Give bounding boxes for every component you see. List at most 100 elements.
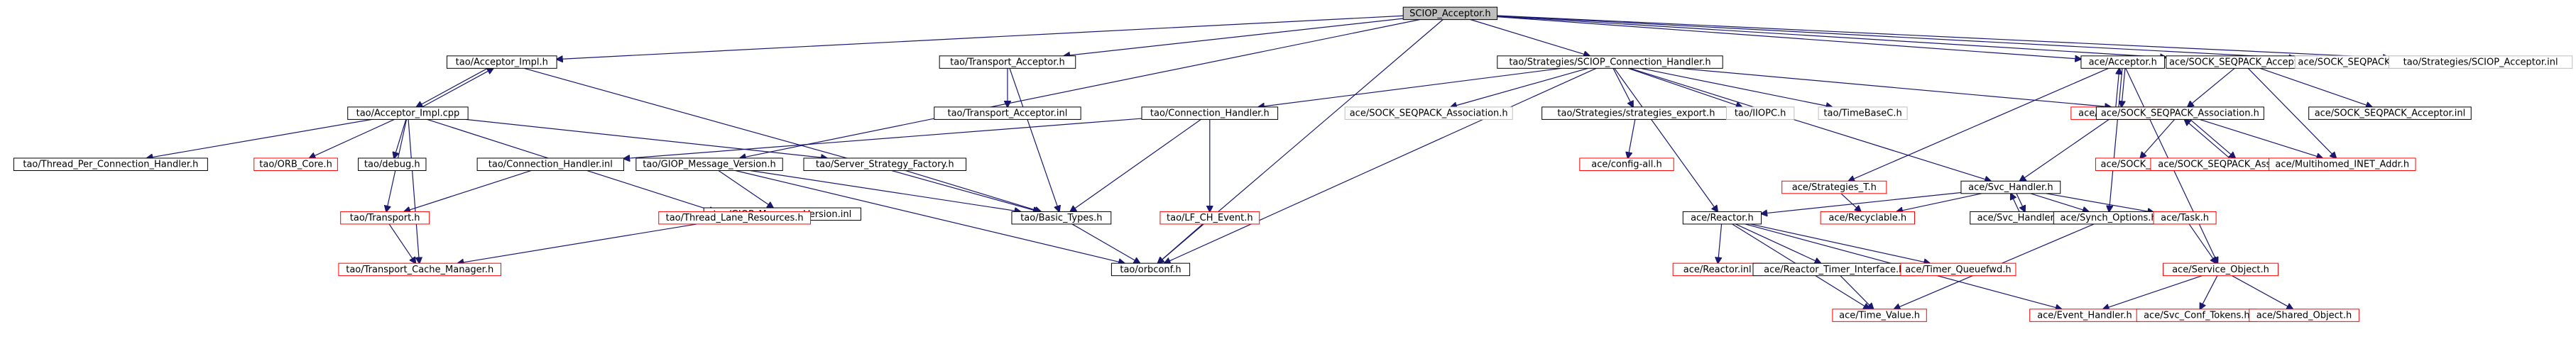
- node-box[interactable]: [1725, 106, 1795, 120]
- node-box[interactable]: [446, 55, 557, 69]
- node-box[interactable]: [1820, 211, 1916, 225]
- node-label: tao/Transport.h: [350, 213, 420, 223]
- node-box[interactable]: [1344, 106, 1513, 120]
- node-timebasec[interactable]: tao/TimeBaseC.h: [1818, 106, 1908, 120]
- node-box[interactable]: [1159, 211, 1260, 225]
- node-label: tao/debug.h: [364, 160, 420, 170]
- edge-sock_acc_h-to-sock_assoc_h: [2188, 67, 2235, 107]
- node-tlr[interactable]: tao/Thread_Lane_Resources.h: [658, 211, 812, 225]
- node-label: ace/SOCK_SEQPACK_Acceptor.h: [2169, 57, 2315, 68]
- node-transport_h[interactable]: tao/Transport.h: [340, 211, 430, 225]
- node-box[interactable]: [476, 157, 625, 171]
- node-box[interactable]: [340, 211, 430, 225]
- node-box[interactable]: [1682, 211, 1762, 225]
- node-box[interactable]: [1402, 6, 1498, 21]
- node-time_value[interactable]: ace/Time_Value.h: [1832, 309, 1927, 322]
- node-box[interactable]: [2389, 55, 2573, 69]
- node-sock_acc_inl[interactable]: ace/SOCK_SEQPACK_Acceptor.inl: [2308, 106, 2472, 120]
- node-ace_acceptor[interactable]: ace/Acceptor.h: [2080, 55, 2166, 69]
- edge-reactor-to-rti: [1735, 223, 1821, 263]
- node-box[interactable]: [1497, 55, 1723, 69]
- node-sciop_ch[interactable]: tao/Strategies/SCIOP_Connection_Handler.…: [1497, 55, 1723, 69]
- node-thread_per[interactable]: tao/Thread_Per_Connection_Handler.h: [13, 157, 208, 171]
- node-label: tao/Basic_Types.h: [1020, 213, 1102, 223]
- node-root[interactable]: SCIOP_Acceptor.h: [1402, 6, 1498, 21]
- edge-ace_acceptor-to-ace_acceptor_cpp: [2122, 68, 2126, 107]
- node-rti[interactable]: ace/Reactor_Timer_Interface.h: [1752, 262, 1916, 277]
- node-box[interactable]: [1141, 106, 1279, 120]
- node-box[interactable]: [2162, 262, 2278, 277]
- node-box[interactable]: [635, 157, 783, 171]
- edge-root-to-sock_acc_h: [1497, 16, 2166, 57]
- node-synch_options[interactable]: ace/Synch_Options.h: [2053, 211, 2164, 225]
- node-svc_handler[interactable]: ace/Svc_Handler.h: [1960, 180, 2061, 194]
- node-svc_handler_cpp[interactable]: ace/Svc_Handler.cpp: [1970, 211, 2080, 225]
- edge-root-to-sock_acc_h_plain: [1497, 15, 2296, 58]
- node-label: tao/Strategies/SCIOP_Connection_Handler.…: [1509, 57, 1710, 68]
- node-box[interactable]: [934, 106, 1081, 120]
- edge-acc_impl_cpp-to-ssf: [465, 118, 827, 158]
- node-lf_ch[interactable]: tao/LF_CH_Event.h: [1159, 211, 1260, 225]
- node-box[interactable]: [803, 157, 967, 171]
- node-box[interactable]: [1011, 211, 1112, 225]
- node-conn_handler[interactable]: tao/Connection_Handler.h: [1141, 106, 1279, 120]
- node-label: ace/Reactor.inl: [1683, 265, 1752, 275]
- node-box[interactable]: [2095, 106, 2264, 120]
- node-box[interactable]: [939, 55, 1076, 69]
- node-strategies_t[interactable]: ace/Strategies_T.h: [1781, 180, 1887, 194]
- node-box[interactable]: [358, 157, 427, 171]
- node-sciop_acc_inl[interactable]: tao/Strategies/SCIOP_Acceptor.inl: [2389, 55, 2573, 69]
- node-box[interactable]: [1832, 309, 1927, 322]
- node-giop_mv[interactable]: tao/GIOP_Message_Version.h: [635, 157, 783, 171]
- node-label: tao/Acceptor_Impl.h: [456, 57, 548, 68]
- node-box[interactable]: [2249, 309, 2359, 322]
- edge-root-to-tr_acc_h: [1064, 18, 1404, 56]
- node-acc_impl_h[interactable]: tao/Acceptor_Impl.h: [446, 55, 557, 69]
- node-multihomed[interactable]: ace/Multihomed_INET_Addr.h: [2269, 157, 2416, 171]
- node-reactor[interactable]: ace/Reactor.h: [1682, 211, 1762, 225]
- node-box[interactable]: [1781, 180, 1887, 194]
- node-box[interactable]: [1960, 180, 2061, 194]
- node-orbconf[interactable]: tao/orbconf.h: [1110, 262, 1191, 277]
- node-box[interactable]: [2153, 211, 2217, 225]
- node-tcm[interactable]: tao/Transport_Cache_Manager.h: [338, 262, 502, 277]
- node-reactor_inl[interactable]: ace/Reactor.inl: [1672, 262, 1762, 277]
- node-recyclable[interactable]: ace/Recyclable.h: [1820, 211, 1916, 225]
- node-strat_export[interactable]: tao/Strategies/strategies_export.h: [1541, 106, 1731, 120]
- node-orb_core[interactable]: tao/ORB_Core.h: [253, 157, 338, 171]
- node-acc_impl_cpp[interactable]: tao/Acceptor_Impl.cpp: [347, 106, 469, 120]
- node-box[interactable]: [1900, 262, 2016, 277]
- node-box[interactable]: [658, 211, 812, 225]
- node-sock_acc_h[interactable]: ace/SOCK_SEQPACK_Acceptor.h: [2166, 55, 2319, 69]
- node-ssf[interactable]: tao/Server_Strategy_Factory.h: [803, 157, 967, 171]
- node-sock_assoc_h[interactable]: ace/SOCK_SEQPACK_Association.h: [2095, 106, 2264, 120]
- node-box[interactable]: [2080, 55, 2166, 69]
- node-task[interactable]: ace/Task.h: [2153, 211, 2217, 225]
- edge-acc_impl_h-to-acc_impl_cpp: [417, 67, 488, 107]
- edge-strat_export-to-config_all: [1628, 119, 1636, 158]
- node-event_handler[interactable]: ace/Event_Handler.h: [2029, 309, 2140, 322]
- node-timer_q[interactable]: ace/Timer_Queuefwd.h: [1900, 262, 2016, 277]
- node-label: ace/Timer_Queuefwd.h: [1905, 265, 2011, 275]
- node-tr_acc_inl[interactable]: tao/Transport_Acceptor.inl: [934, 106, 1081, 120]
- node-ch_inl[interactable]: tao/Connection_Handler.inl: [476, 157, 625, 171]
- node-box[interactable]: [1818, 106, 1908, 120]
- node-service_object[interactable]: ace/Service_Object.h: [2162, 262, 2278, 277]
- node-box[interactable]: [1110, 262, 1191, 277]
- node-tr_acc_h[interactable]: tao/Transport_Acceptor.h: [939, 55, 1076, 69]
- node-svc_conf[interactable]: ace/Svc_Conf_Tokens.h: [2136, 309, 2258, 322]
- node-box[interactable]: [253, 157, 338, 171]
- node-box[interactable]: [338, 262, 502, 277]
- node-shared_obj[interactable]: ace/Shared_Object.h: [2249, 309, 2359, 322]
- node-debug[interactable]: tao/debug.h: [358, 157, 427, 171]
- node-basic_types[interactable]: tao/Basic_Types.h: [1011, 211, 1112, 225]
- node-config_all[interactable]: ace/config-all.h: [1579, 157, 1674, 171]
- edge-tlr-to-tcm: [458, 223, 697, 263]
- node-box[interactable]: [2269, 157, 2416, 171]
- node-box[interactable]: [13, 157, 208, 171]
- node-box[interactable]: [347, 106, 469, 120]
- node-iiopc[interactable]: tao/IIOPC.h: [1725, 106, 1795, 120]
- node-box[interactable]: [2308, 106, 2472, 120]
- node-sock_assoc_h_plain[interactable]: ace/SOCK_SEQPACK_Association.h: [1344, 106, 1513, 120]
- node-box[interactable]: [1579, 157, 1674, 171]
